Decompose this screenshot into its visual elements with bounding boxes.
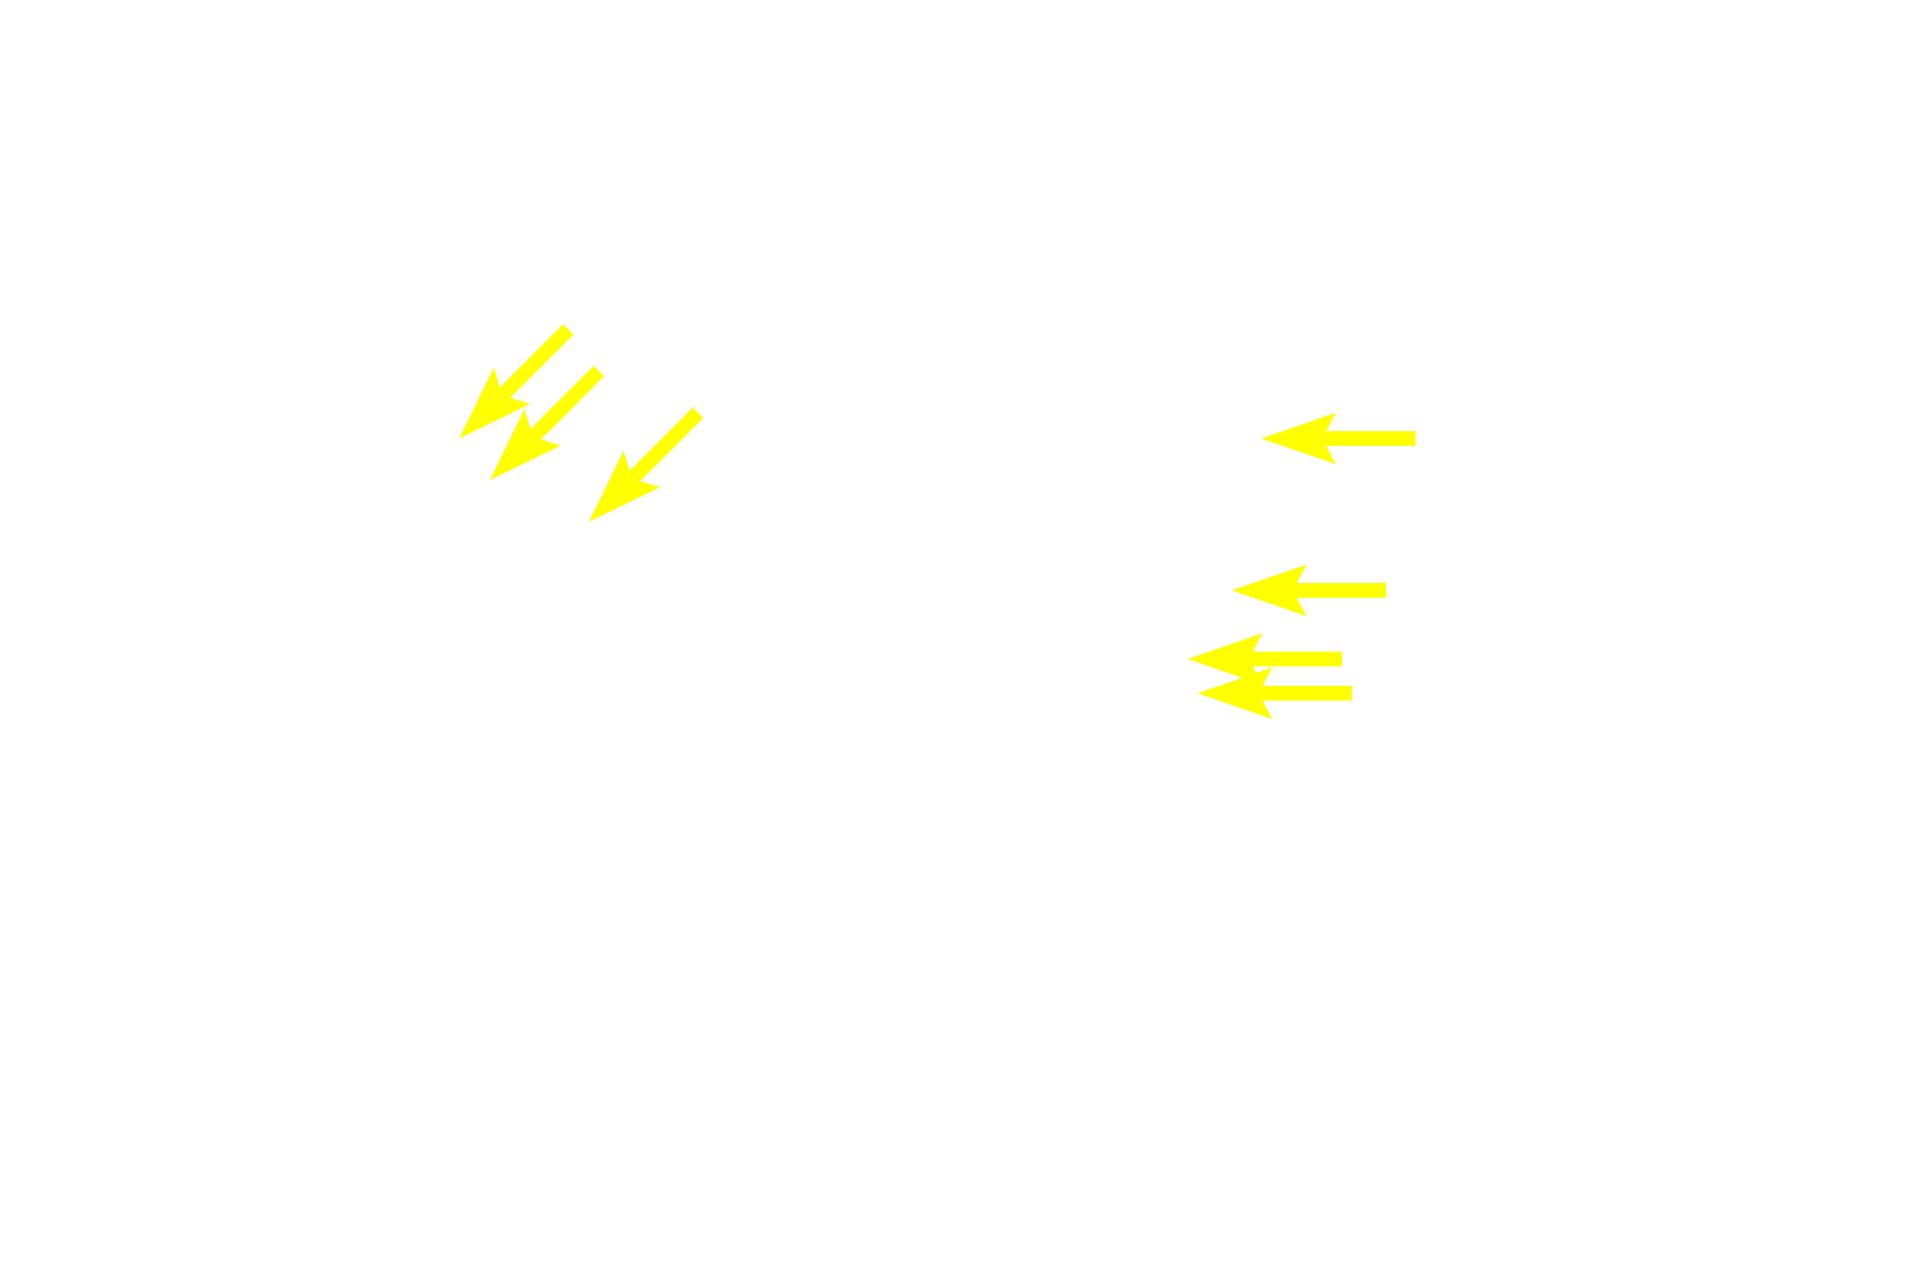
arrow-left-icon (1197, 667, 1352, 720)
arrow-left-icon (1231, 564, 1387, 617)
arrow-down-left-icon (570, 394, 717, 540)
arrow-left-icon (1261, 412, 1416, 465)
arrow-group (441, 311, 1416, 720)
